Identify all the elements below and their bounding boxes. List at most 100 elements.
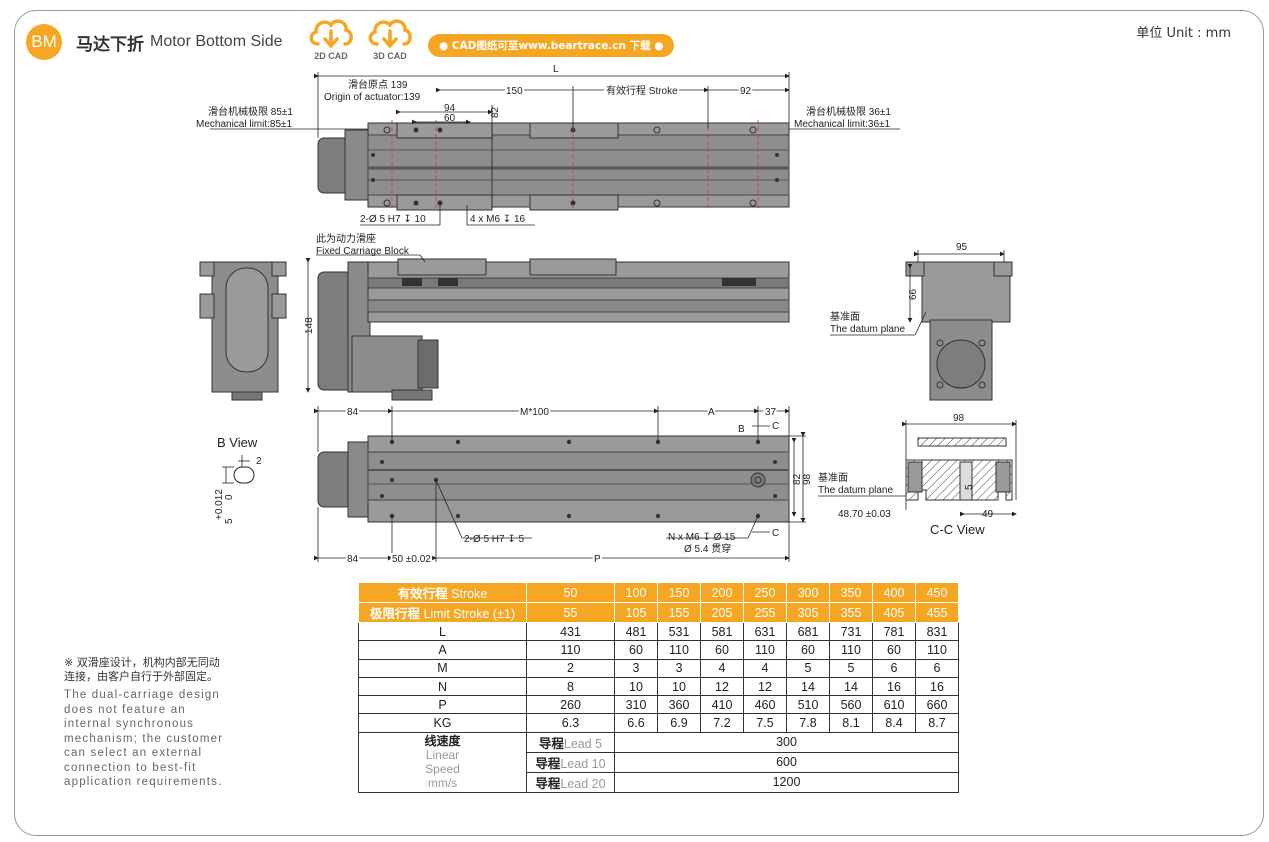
row-value: 6.6 xyxy=(614,713,658,733)
row-value: 110 xyxy=(829,640,873,660)
row-value: 360 xyxy=(657,695,701,715)
side-view: 此为动力滑座 Fixed Carriage Block 148 xyxy=(199,232,790,401)
stroke-value: 350 xyxy=(829,582,873,603)
row-value: 581 xyxy=(700,621,744,642)
row-value: 531 xyxy=(657,621,701,642)
design-note: ※ 双滑座设计，机构内部无同动连接，由客户自行于外部固定。 The dual-c… xyxy=(64,656,224,790)
row-value: 631 xyxy=(743,621,787,642)
dim-m100: M*100 xyxy=(520,407,549,418)
row-value: 6 xyxy=(915,658,959,678)
row-value: 5 xyxy=(829,658,873,678)
lead-label: 导程Lead 10 xyxy=(526,751,615,773)
right-limit-en: Mechanical limit:36±1 xyxy=(794,119,891,130)
end-view: 95 66 基准面 The datum plane xyxy=(830,242,1013,401)
row-value: 610 xyxy=(872,695,916,715)
datum-en: The datum plane xyxy=(830,324,905,335)
stroke-value: 400 xyxy=(872,582,916,603)
through-label: Ø 5.4 贯穿 xyxy=(684,542,731,555)
lead-speed-value: 600 xyxy=(614,751,959,773)
origin-en: Origin of actuator:139 xyxy=(324,92,421,103)
dim-60: 60 xyxy=(444,113,456,124)
row-value: 7.8 xyxy=(786,713,830,733)
limit-value: 255 xyxy=(743,602,787,623)
c-marker-bottom: C xyxy=(772,528,779,539)
row-value: 260 xyxy=(526,695,615,715)
cad-3d-button[interactable]: 3D CAD xyxy=(364,14,416,66)
cc-dim-98: 98 xyxy=(953,413,965,424)
lead-speed-value: 1200 xyxy=(614,771,959,793)
cc-view-title: C-C View xyxy=(930,522,985,537)
c-marker-top: C xyxy=(772,421,779,432)
row-value: 6 xyxy=(872,658,916,678)
dim-95: 95 xyxy=(956,242,968,253)
row-value: 410 xyxy=(700,695,744,715)
limit-value: 105 xyxy=(614,602,658,623)
cad-2d-label: 2D CAD xyxy=(314,51,348,61)
datum-cn: 基准面 xyxy=(830,310,860,323)
dim-P: P xyxy=(594,554,601,565)
lead-cn: 导程 xyxy=(535,756,561,771)
row-value: 681 xyxy=(786,621,830,642)
row-value: 7.5 xyxy=(743,713,787,733)
row-value: 8.1 xyxy=(829,713,873,733)
row-label: A xyxy=(358,640,527,660)
row-label: P xyxy=(358,695,527,715)
left-limit-cn: 滑台机械极限 85±1 xyxy=(208,105,293,118)
row-value: 60 xyxy=(614,640,658,660)
row-value: 4 xyxy=(700,658,744,678)
stroke-value: 200 xyxy=(700,582,744,603)
stroke-label-en: Stroke xyxy=(451,587,488,601)
row-value: 660 xyxy=(915,695,959,715)
page-frame xyxy=(14,10,1264,836)
row-value: 310 xyxy=(614,695,658,715)
row-value: 6.9 xyxy=(657,713,701,733)
b-marker: B xyxy=(738,424,745,435)
right-limit-cn: 滑台机械极限 36±1 xyxy=(806,105,891,118)
row-value: 8.4 xyxy=(872,713,916,733)
row-value: 12 xyxy=(700,676,744,697)
dim-82: 82 xyxy=(490,106,501,118)
dim-37: 37 xyxy=(765,407,777,418)
dim-50: 50 ±0.02 xyxy=(392,554,431,565)
limit-value: 405 xyxy=(872,602,916,623)
top-view: L 滑台原点 139 Origin of actuator:139 150 有效… xyxy=(196,64,900,226)
dim-L: L xyxy=(553,64,559,75)
cad-2d-button[interactable]: 2D CAD xyxy=(305,14,357,66)
bottom-view: 84 M*100 A 37 B C 82 98 2-Ø 5 H7 ↧ 5 N x… xyxy=(314,405,813,567)
row-label: KG xyxy=(358,713,527,733)
stroke-value: 300 xyxy=(786,582,830,603)
row-value: 3 xyxy=(614,658,658,678)
cc-datum-en: The datum plane xyxy=(818,485,893,496)
row-value: 6.3 xyxy=(526,713,615,733)
cc-dim-height: 48.70 ±0.03 xyxy=(838,509,891,520)
lead-en: Lead 10 xyxy=(560,756,606,771)
stroke-value: 50 xyxy=(526,582,615,603)
row-value: 16 xyxy=(915,676,959,697)
stroke-value: 250 xyxy=(743,582,787,603)
limit-label-cn: 极限行程 xyxy=(369,607,420,621)
dim-94: 94 xyxy=(444,103,456,114)
row-value: 4 xyxy=(743,658,787,678)
speed-cn: 线速度 xyxy=(424,734,461,749)
fixed-carriage-en: Fixed Carriage Block xyxy=(316,246,410,257)
row-value: 3 xyxy=(657,658,701,678)
dim-stroke: 有效行程 Stroke xyxy=(606,84,678,97)
b-dim-2: 2 xyxy=(256,456,262,467)
limit-value: 155 xyxy=(657,602,701,623)
title-cn: 马达下折 xyxy=(76,34,144,55)
left-limit-en: Mechanical limit:85±1 xyxy=(196,119,293,130)
cad-download-link[interactable]: ● CAD图纸可至www.beartrace.cn 下载 ● xyxy=(428,34,675,57)
b-tol-0: 0 xyxy=(224,494,235,500)
row-value: 60 xyxy=(786,640,830,660)
dim-98-bottom: 98 xyxy=(802,473,813,485)
cc-datum-cn: 基准面 xyxy=(818,471,848,484)
n-thread-label: N x M6 ↧ Ø 15 xyxy=(668,532,736,543)
row-value: 110 xyxy=(915,640,959,660)
